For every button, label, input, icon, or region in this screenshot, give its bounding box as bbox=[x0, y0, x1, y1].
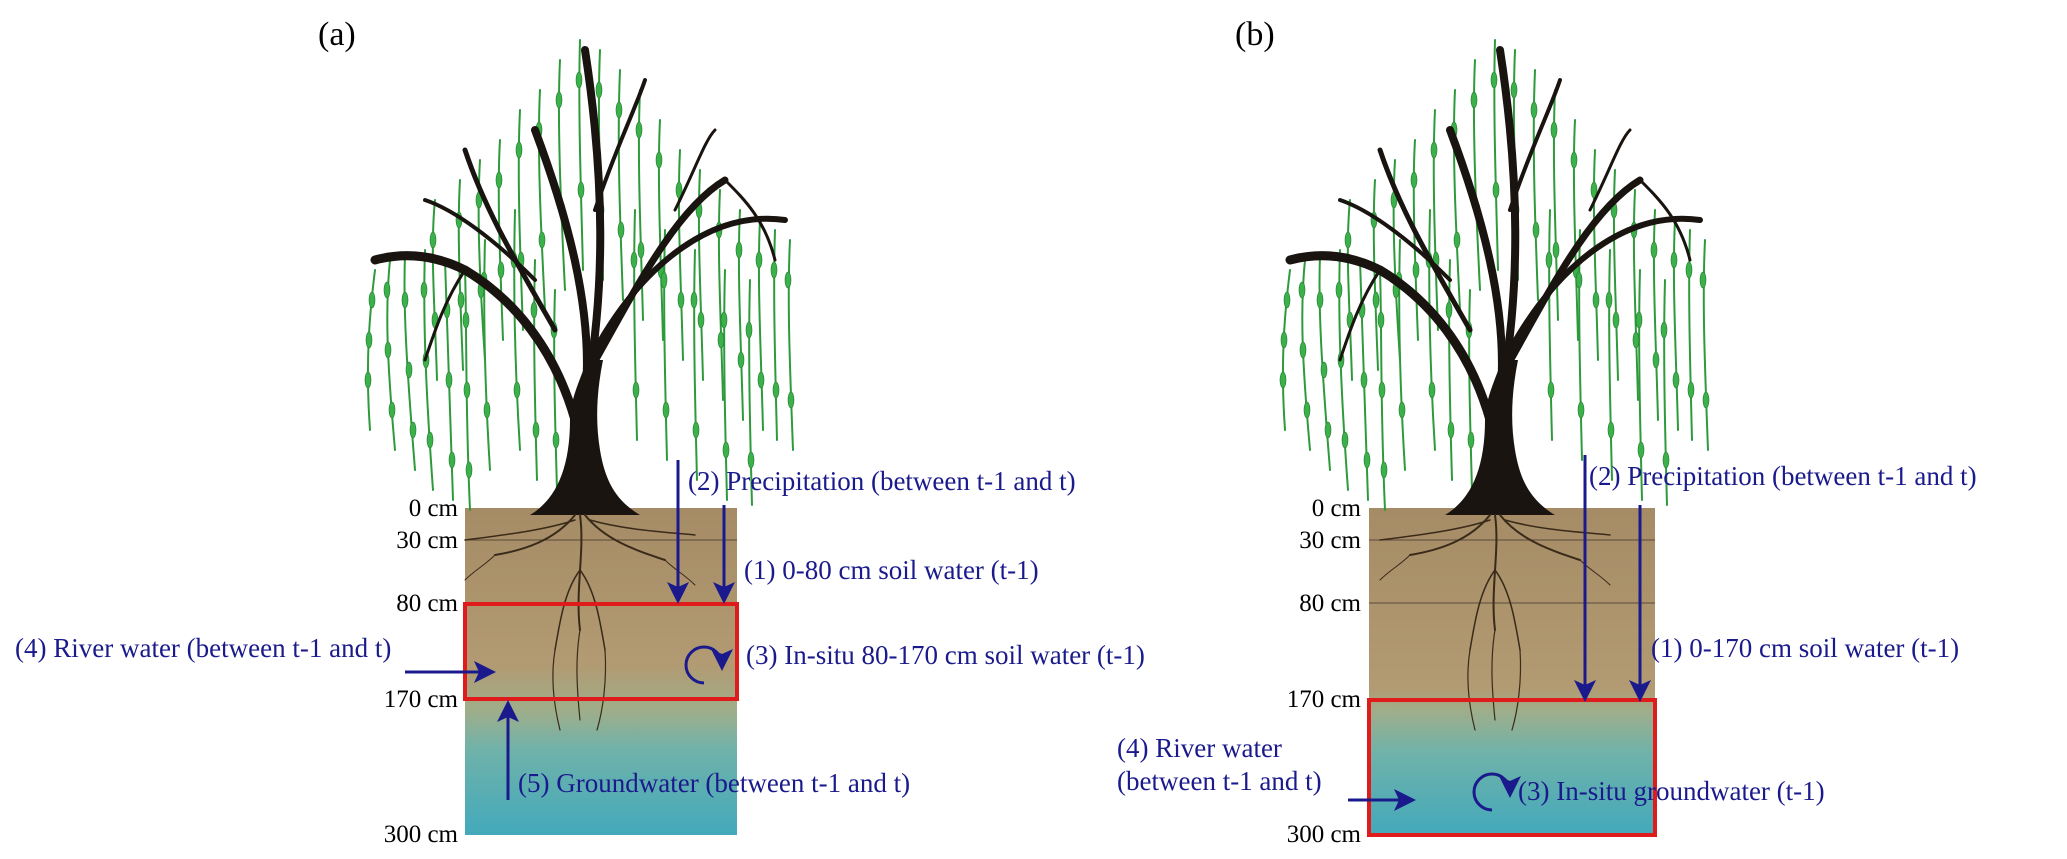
panel-a-in-situ-cycle-icon bbox=[684, 645, 733, 685]
panel-a-soil-water-label: (1) 0-80 cm soil water (t-1) bbox=[744, 555, 1039, 585]
panel-b-highlight-box bbox=[1367, 698, 1657, 837]
panel-a-depth-80: 80 cm bbox=[396, 590, 458, 617]
panel-b: (b) 0 cm 30 cm 80 cm 170 cm 300 cm (2) P… bbox=[1117, 16, 1977, 848]
panel-b-depth-0: 0 cm bbox=[1312, 495, 1362, 522]
panel-a-depth-30: 30 cm bbox=[396, 527, 458, 554]
panel-b-river-label-line1: (4) River water bbox=[1117, 733, 1282, 763]
panel-b-in-situ-cycle-icon bbox=[1472, 772, 1521, 812]
panel-a: (a) 0 cm 30 cm 80 cm 170 cm 300 cm (2) P… bbox=[15, 16, 1145, 848]
panel-b-depth-80: 80 cm bbox=[1299, 590, 1361, 617]
panel-a-label: (a) bbox=[318, 16, 356, 53]
panel-b-soil-water-label: (1) 0-170 cm soil water (t-1) bbox=[1651, 633, 1959, 663]
panel-a-groundwater-label: (5) Groundwater (between t-1 and t) bbox=[518, 768, 910, 798]
panel-a-depth-0: 0 cm bbox=[409, 495, 459, 522]
panel-a-depth-170: 170 cm bbox=[384, 686, 459, 713]
panel-b-depth-300: 300 cm bbox=[1287, 821, 1362, 848]
panel-a-river-label: (4) River water (between t-1 and t) bbox=[15, 633, 391, 663]
panel-b-label: (b) bbox=[1235, 16, 1275, 53]
panel-b-in-situ-label: (3) In-situ groundwater (t-1) bbox=[1518, 776, 1825, 806]
panel-b-depth-170: 170 cm bbox=[1287, 686, 1362, 713]
panel-a-depth-300: 300 cm bbox=[384, 821, 459, 848]
panel-a-highlight-box bbox=[463, 602, 739, 701]
panel-a-in-situ-label: (3) In-situ 80-170 cm soil water (t-1) bbox=[746, 640, 1145, 670]
panel-a-soil-column bbox=[465, 508, 737, 835]
panel-a-precipitation-label: (2) Precipitation (between t-1 and t) bbox=[688, 466, 1076, 496]
panel-b-depth-30: 30 cm bbox=[1299, 527, 1361, 554]
panel-b-precipitation-label: (2) Precipitation (between t-1 and t) bbox=[1589, 461, 1977, 491]
panel-b-river-label-line2: (between t-1 and t) bbox=[1117, 766, 1322, 796]
